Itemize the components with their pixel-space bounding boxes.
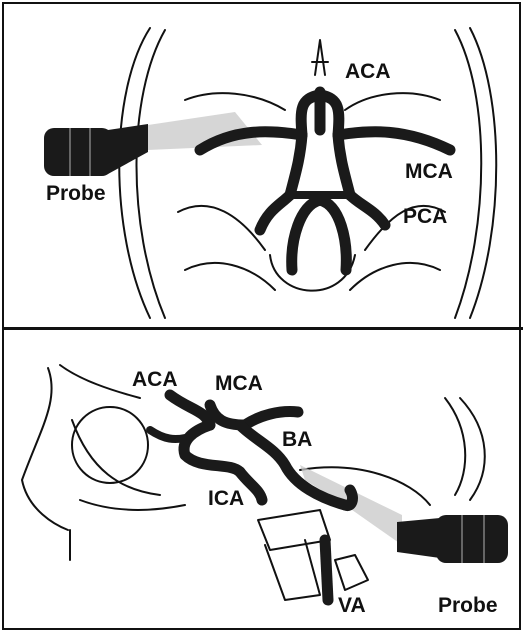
label-mca-bottom: MCA (215, 372, 263, 395)
label-ica-bottom: ICA (208, 487, 244, 510)
skull-back-curve-inner (445, 398, 465, 495)
skull-back-curve (460, 398, 485, 500)
sagittal-vessels (150, 395, 352, 600)
skull-lines-sagittal (60, 365, 140, 398)
label-probe-bottom: Probe (438, 594, 498, 617)
label-va-bottom: VA (338, 594, 366, 617)
label-aca-bottom: ACA (132, 368, 178, 391)
vertebra (258, 510, 368, 600)
label-ba-bottom: BA (282, 428, 312, 451)
sinus-contour-2 (80, 500, 185, 510)
probe-bottom (397, 515, 508, 563)
face-profile (22, 368, 68, 530)
